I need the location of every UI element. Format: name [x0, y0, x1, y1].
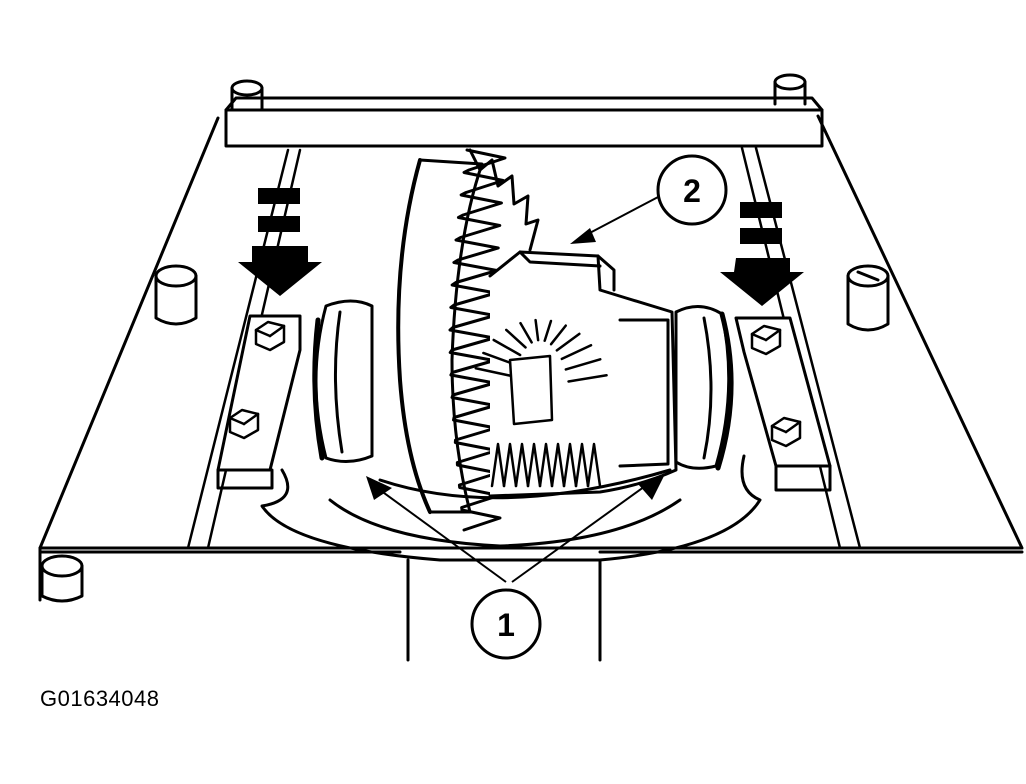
right-cap-bolt-lower: [770, 416, 802, 448]
callout-1: 1: [470, 588, 542, 660]
right-cap-bolt-upper: [750, 324, 782, 356]
callout-2-number: 2: [683, 173, 701, 209]
callout-2: 2: [656, 154, 728, 226]
callout-1-leaders: [366, 476, 664, 583]
right-bearing-cap: [734, 316, 832, 492]
ring-gear: [396, 148, 540, 532]
left-press-arrow: [238, 188, 322, 296]
differential-side-gear: [474, 318, 608, 488]
differential-housing: [260, 454, 762, 662]
figure-id: G01634048: [40, 686, 160, 711]
top-right-post: [773, 73, 807, 106]
bottom-left-post: [40, 554, 84, 603]
callout-1-number: 1: [497, 607, 515, 643]
right-side-bearing: [674, 305, 734, 471]
top-left-post: [230, 79, 264, 112]
callout-2-leader: [570, 195, 661, 244]
left-cap-bolt-lower: [228, 408, 260, 440]
base-plate: [38, 114, 1024, 602]
left-cap-bolt-upper: [254, 320, 286, 352]
differential-case: [378, 250, 678, 500]
left-side-bearing: [312, 299, 374, 463]
right-press-arrow: [720, 202, 804, 306]
top-crossbar: [224, 96, 824, 148]
right-side-post: [846, 264, 890, 332]
left-side-post: [154, 264, 198, 326]
